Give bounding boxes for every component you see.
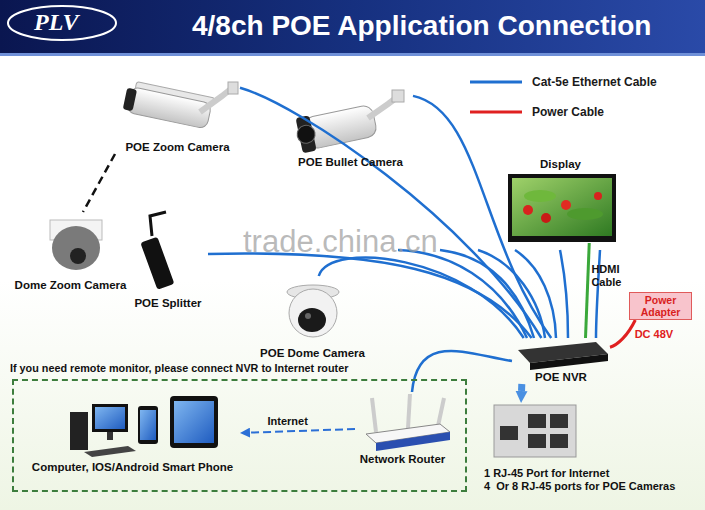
legend-line — [470, 81, 522, 84]
node-text: POE NVR — [535, 371, 587, 384]
port-panel: 1 RJ-45 Port for Internet4 Or 8 RJ-45 po… — [484, 403, 702, 493]
node-text: POE Zoom Camera — [125, 141, 229, 154]
rj45-port — [528, 414, 546, 428]
pc-monitor — [92, 404, 128, 432]
rj45-port — [550, 414, 568, 428]
ethernet-cable — [398, 250, 527, 338]
node-text: Network Router — [360, 453, 446, 466]
router-antenna — [372, 398, 376, 432]
camera-body — [126, 87, 212, 129]
remote-monitor-group: If you need remote monitor, please conne… — [10, 362, 467, 492]
screen-cherry — [541, 213, 551, 223]
camera-lens — [298, 308, 326, 332]
camera-lens — [295, 124, 316, 145]
header-band — [0, 0, 705, 56]
legend-sample — [468, 104, 524, 120]
screen-cherry — [594, 192, 602, 200]
pc-stand — [107, 432, 113, 440]
power-cable — [610, 320, 635, 347]
node-text: Display — [540, 158, 581, 171]
node-text: POE Splitter — [134, 297, 201, 310]
hdmi-cable — [586, 243, 590, 338]
bullet-camera-icon — [294, 102, 379, 154]
node-text: 4 Or 8 RJ-45 ports for POE Cameras — [484, 480, 675, 493]
brand-logo: PLV — [34, 8, 78, 36]
dome-cover — [52, 226, 100, 270]
ethernet-cable — [412, 351, 512, 392]
legend-text: Power Cable — [532, 104, 604, 120]
zoom-camera-icon — [122, 80, 215, 130]
dome-camera: POE Dome Camera — [250, 276, 375, 360]
logo-oval — [8, 6, 116, 40]
node-text: Power Adapter — [630, 294, 691, 318]
camera-lens — [70, 248, 86, 264]
poe-splitter: POE Splitter — [128, 208, 208, 310]
network-router: Network Router — [355, 392, 450, 466]
client-devices: Computer, IOS/Android Smart Phone — [25, 392, 240, 474]
ethernet-cable — [240, 88, 541, 338]
camera-lens — [123, 88, 137, 112]
router-antenna — [408, 394, 410, 428]
legend-text: Cat-5e Ethernet Cable — [532, 74, 657, 90]
bullet-camera: POE Bullet Camera — [288, 92, 413, 169]
splitter-lead — [150, 212, 166, 236]
screen-leaf — [524, 190, 556, 202]
ethernet-cable — [208, 253, 532, 338]
phone-body — [138, 406, 158, 444]
port-arrow — [518, 384, 525, 391]
screen-leaf — [567, 208, 603, 220]
tablet-screen — [174, 401, 214, 443]
dome-zoom-camera: Dome Zoom Camera — [8, 212, 133, 292]
pc-keyboard — [84, 446, 136, 457]
router-front — [376, 432, 450, 451]
ethernet-cable — [560, 250, 568, 338]
nvr-recorder: POE NVR — [512, 338, 610, 384]
monitor-frame — [508, 174, 616, 242]
ethernet-cable — [413, 96, 551, 338]
tablet-body — [170, 396, 218, 448]
rj45-port — [528, 434, 546, 448]
zoom-camera: POE Zoom Camera — [115, 82, 240, 154]
edge-label: HDMI Cable — [591, 263, 631, 289]
node-text: Dome Zoom Camera — [15, 279, 127, 292]
rj45-port — [550, 434, 568, 448]
phone-screen — [140, 410, 156, 440]
dashed-frame — [12, 379, 467, 492]
ethernet-cable — [319, 258, 524, 338]
pc-tower — [70, 412, 88, 450]
lens-glint — [305, 313, 311, 319]
node-text: Computer, IOS/Android Smart Phone — [32, 461, 233, 474]
router-antenna — [438, 398, 444, 426]
camera-bracket — [200, 88, 232, 112]
node-text: POE Dome Camera — [260, 347, 365, 360]
splitter-box — [140, 237, 174, 290]
rj45-port — [500, 426, 518, 440]
node-text: 1 RJ-45 Port for Internet — [484, 467, 609, 480]
pc-screen — [95, 407, 125, 429]
mount-plate — [228, 82, 238, 94]
watermark: trade.china.cn — [243, 224, 438, 260]
diagram-title: 4/8ch POE Application Connection — [192, 9, 651, 43]
power-adapter-box: Power Adapter — [629, 292, 692, 320]
header-stripe — [0, 53, 705, 56]
node-text: POE Bullet Camera — [298, 156, 403, 169]
alternative-link — [83, 154, 115, 212]
nvr-front — [530, 354, 608, 370]
edge-label: DC 48V — [635, 328, 674, 341]
screen-cherry — [523, 205, 533, 215]
legend-sample — [468, 74, 524, 90]
monitor-screen — [512, 178, 612, 236]
internet-link — [250, 429, 355, 433]
legend-line — [470, 111, 522, 114]
screen-cherry — [561, 200, 571, 210]
dome-body — [289, 289, 337, 337]
node-text: If you need remote monitor, please conne… — [10, 362, 348, 375]
display-monitor: Display — [503, 158, 618, 243]
mount-plate — [392, 90, 404, 102]
edge-label: Internet — [268, 415, 308, 428]
port-panel — [494, 405, 576, 457]
